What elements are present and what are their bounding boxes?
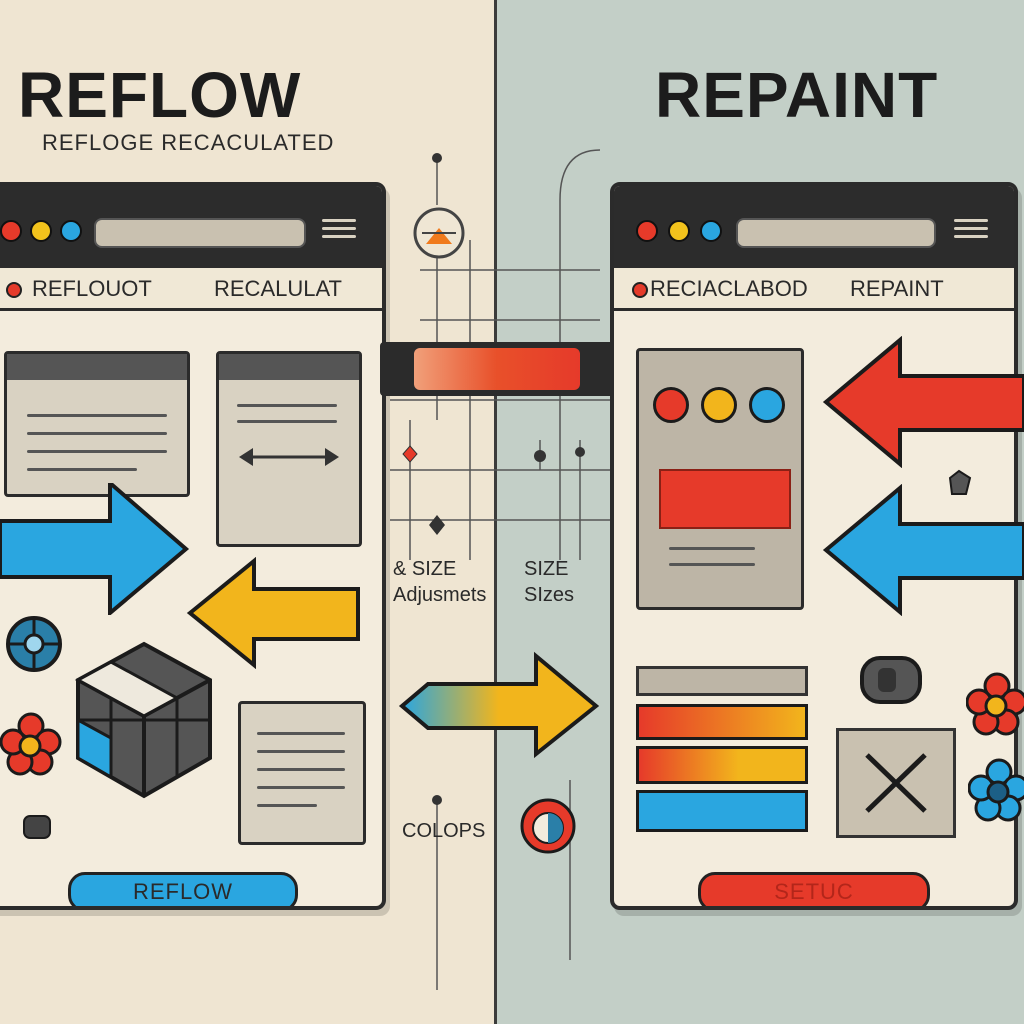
status-label-reflow: REFLOUOT <box>32 276 152 301</box>
status-bar: RECIACLABOD REPAINT <box>614 268 1014 311</box>
stone-icon <box>860 656 922 704</box>
gradient-arrow-right-icon <box>398 651 600 759</box>
compass-icon <box>413 207 465 259</box>
address-bar[interactable] <box>94 218 306 248</box>
red-circle-icon <box>653 387 689 423</box>
status-dot-icon <box>6 282 22 298</box>
cube-icon <box>74 641 212 799</box>
size-adjustments-label: & SIZE Adjusmets <box>393 558 487 606</box>
reflow-title: REFLOW <box>18 59 302 131</box>
gray-bar <box>636 666 808 696</box>
status-label-repaint: REPAINT <box>850 276 944 301</box>
red-block <box>659 469 791 529</box>
colors-label: COLOPS <box>402 820 486 842</box>
reflow-browser-window: REFLOUOT RECALULAT REFLOW <box>0 182 386 910</box>
maximize-dot-icon[interactable] <box>700 220 722 242</box>
minimize-dot-icon[interactable] <box>668 220 690 242</box>
yellow-bar <box>636 746 808 784</box>
transition-bar-fill <box>414 348 580 390</box>
reflow-button[interactable]: REFLOW <box>68 872 298 906</box>
transition-bar <box>380 342 614 396</box>
color-wheel-icon <box>520 798 576 854</box>
orange-bar <box>636 704 808 740</box>
repaint-browser-window: RECIACLABOD REPAINT SETUC <box>610 182 1018 910</box>
status-bar: REFLOUOT RECALULAT <box>0 268 382 311</box>
repaint-panel <box>636 348 804 610</box>
blue-bar <box>636 790 808 832</box>
close-box[interactable] <box>836 728 956 838</box>
address-bar[interactable] <box>736 218 936 248</box>
center-divider <box>494 0 497 1024</box>
x-icon <box>865 753 927 813</box>
gem-icon <box>948 469 972 495</box>
text-panel <box>238 701 366 845</box>
window-titlebar <box>614 186 1014 268</box>
close-dot-icon[interactable] <box>636 220 658 242</box>
content-panel <box>4 351 190 497</box>
minimize-dot-icon[interactable] <box>30 220 52 242</box>
size-label: SIZE SIzes <box>524 558 575 606</box>
disc-icon <box>6 616 62 672</box>
panel-titlebar <box>7 354 187 380</box>
flower-icon <box>966 672 1024 736</box>
yellow-circle-icon <box>701 387 737 423</box>
resize-panel <box>216 351 362 547</box>
resize-arrow-icon <box>239 448 339 466</box>
yellow-arrow-left-icon <box>186 557 360 669</box>
window-titlebar <box>0 186 382 268</box>
maximize-dot-icon[interactable] <box>60 220 82 242</box>
status-label-recalculate: RECALULAT <box>214 276 342 301</box>
menu-icon[interactable] <box>322 214 356 243</box>
blue-flower-icon <box>968 758 1024 822</box>
close-dot-icon[interactable] <box>0 220 22 242</box>
blue-circle-icon <box>749 387 785 423</box>
repaint-title: REPAINT <box>655 59 939 131</box>
knob-icon <box>23 815 51 839</box>
repaint-button[interactable]: SETUC <box>698 872 930 906</box>
flower-icon <box>0 712 62 776</box>
blue-arrow-left-icon <box>822 484 1024 616</box>
status-label-recalculated: RECIACLABOD <box>650 276 808 301</box>
red-arrow-left-icon <box>822 336 1024 468</box>
menu-icon[interactable] <box>954 214 988 243</box>
panel-titlebar <box>219 354 359 380</box>
blue-arrow-right-icon <box>0 483 190 615</box>
status-dot-icon <box>632 282 648 298</box>
reflow-subtitle: REFLOGE RECACULATED <box>42 130 335 155</box>
